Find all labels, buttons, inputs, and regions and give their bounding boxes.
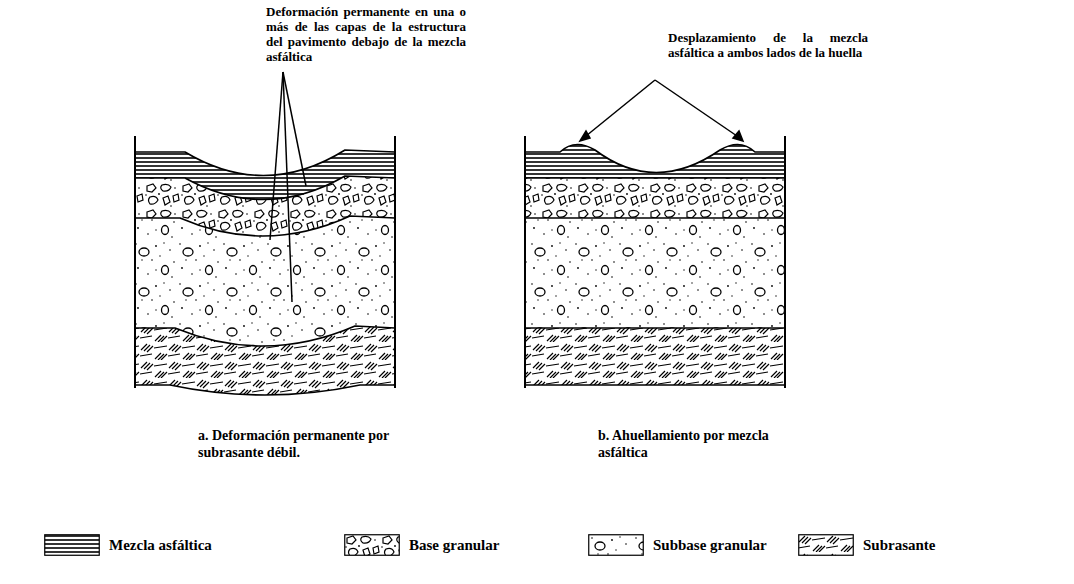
legend-label: Base granular	[409, 537, 499, 554]
callout-text: Desplazamiento de la mezcla asfáltica a …	[668, 30, 868, 60]
legend-label: Subbase granular	[653, 537, 767, 554]
leader-arrows	[580, 80, 743, 141]
leader-lines	[270, 72, 306, 302]
legend-label: Subrasante	[863, 537, 936, 554]
figure-caption: b. Ahuellamiento por mezcla asfáltica	[598, 427, 778, 461]
figure-caption: a. Deformación permanente por subrasante…	[198, 427, 403, 461]
legend-swatch	[798, 534, 854, 556]
legend-item: Base granular	[344, 534, 499, 556]
legend-swatch	[588, 534, 644, 556]
section-weak-subgrade	[135, 72, 395, 395]
legend-swatch	[44, 534, 100, 556]
callout-text: Deformación permanente en una o más de l…	[266, 4, 466, 64]
legend-item: Mezcla asfáltica	[44, 534, 212, 556]
legend-label: Mezcla asfáltica	[109, 537, 212, 554]
section-asphalt-rutting	[525, 80, 785, 388]
legend-swatch	[344, 534, 400, 556]
legend-item: Subbase granular	[588, 534, 767, 556]
legend-item: Subrasante	[798, 534, 936, 556]
